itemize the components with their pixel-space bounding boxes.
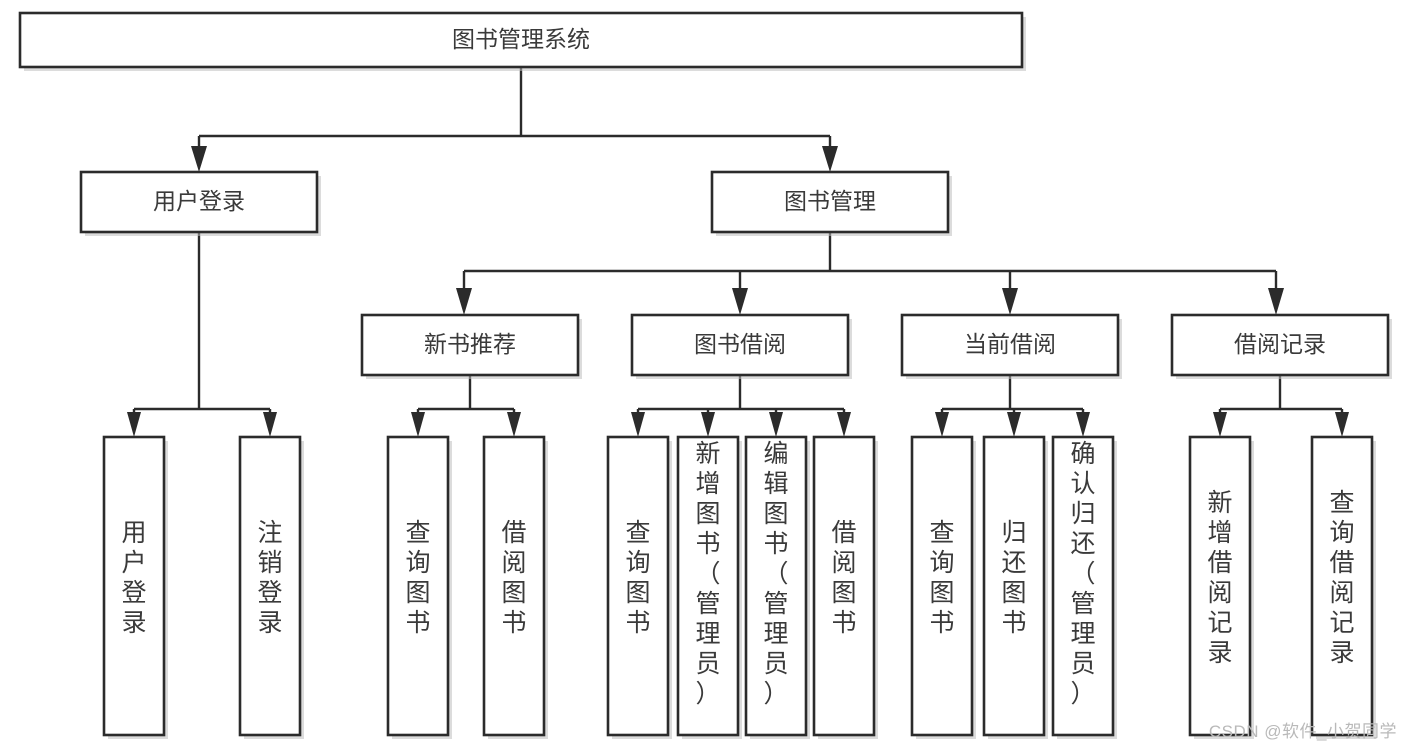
node-book-borrow-box — [630, 313, 850, 377]
node-leaf-confirm-return-label: 确认归还（管理员） — [1070, 440, 1095, 708]
node-leaf-query-book-3-label: 查询图书 — [929, 519, 954, 637]
node-leaf-query-book-2[interactable]: 查询图书 — [606, 435, 672, 739]
connector-layer — [127, 67, 1349, 437]
node-user-login[interactable]: 用户登录 — [79, 170, 321, 236]
node-current-borrow[interactable]: 当前借阅 — [900, 313, 1122, 379]
node-leaf-logout-login[interactable]: 注销登录 — [238, 435, 304, 739]
node-leaf-add-book-box — [676, 435, 740, 737]
node-leaf-borrow-book-1-label: 借阅图书 — [501, 519, 526, 637]
node-leaf-logout-login-box — [238, 435, 302, 737]
arrow-head-leaf-logout-login — [263, 412, 277, 437]
node-leaf-confirm-return[interactable]: 确认归还（管理员） — [1051, 435, 1117, 739]
node-new-book-rec-label: 新书推荐 — [424, 331, 516, 357]
node-book-manage-box — [710, 170, 950, 234]
node-leaf-add-book-label: 新增图书（管理员） — [695, 440, 720, 708]
arrow-head-leaf-borrow-book-1 — [507, 412, 521, 437]
node-leaf-query-book-1-label: 查询图书 — [405, 519, 430, 637]
node-leaf-edit-book-box — [744, 435, 808, 737]
node-current-borrow-box — [900, 313, 1120, 377]
node-leaf-add-record-box — [1188, 435, 1252, 737]
arrow-head-leaf-query-book-3 — [935, 412, 949, 437]
node-leaf-query-book-3-box — [910, 435, 974, 737]
node-leaf-query-book-1[interactable]: 查询图书 — [386, 435, 452, 739]
node-layer: 图书管理系统 用户登录 图书管理 新书推荐 图书 — [18, 11, 1392, 739]
arrow-head-borrow-record — [1268, 288, 1284, 315]
node-leaf-borrow-book-1-box — [482, 435, 546, 737]
node-new-book-rec[interactable]: 新书推荐 — [360, 313, 582, 379]
node-leaf-borrow-book-1[interactable]: 借阅图书 — [482, 435, 548, 739]
node-leaf-logout-login-label: 注销登录 — [257, 519, 282, 637]
arrow-head-current-borrow — [1002, 288, 1018, 315]
arrow-head-leaf-add-book — [701, 412, 715, 437]
node-leaf-add-record-label: 新增借阅记录 — [1207, 489, 1232, 667]
arrow-head-leaf-confirm-return — [1076, 412, 1090, 437]
node-leaf-edit-book-label: 编辑图书（管理员） — [763, 440, 788, 708]
arrow-head-leaf-borrow-book-2 — [837, 412, 851, 437]
node-new-book-rec-box — [360, 313, 580, 377]
node-leaf-query-record-label: 查询借阅记录 — [1329, 489, 1354, 667]
node-borrow-record-box — [1170, 313, 1390, 377]
arrow-head-leaf-query-record — [1335, 412, 1349, 437]
arrow-head-new-book-rec — [456, 288, 472, 315]
node-book-borrow-label: 图书借阅 — [694, 331, 786, 357]
node-leaf-return-book-label: 归还图书 — [1001, 519, 1026, 637]
node-leaf-query-book-2-label: 查询图书 — [625, 519, 650, 637]
node-root-label: 图书管理系统 — [452, 26, 590, 52]
node-leaf-query-book-2-box — [606, 435, 670, 737]
node-leaf-borrow-book-2[interactable]: 借阅图书 — [812, 435, 878, 739]
node-leaf-user-login[interactable]: 用户登录 — [102, 435, 168, 739]
node-leaf-add-book[interactable]: 新增图书（管理员） — [676, 435, 742, 739]
node-leaf-add-record[interactable]: 新增借阅记录 — [1188, 435, 1254, 739]
arrow-head-leaf-edit-book — [769, 412, 783, 437]
node-leaf-confirm-return-box — [1051, 435, 1115, 737]
node-leaf-user-login-box — [102, 435, 166, 737]
node-current-borrow-label: 当前借阅 — [964, 331, 1056, 357]
node-leaf-borrow-book-2-box — [812, 435, 876, 737]
node-leaf-borrow-book-2-label: 借阅图书 — [831, 519, 856, 637]
arrow-head-leaf-query-book-2 — [631, 412, 645, 437]
node-leaf-return-book[interactable]: 归还图书 — [982, 435, 1048, 739]
node-borrow-record[interactable]: 借阅记录 — [1170, 313, 1392, 379]
arrow-head-book-manage — [822, 146, 838, 172]
node-user-login-box — [79, 170, 319, 234]
node-leaf-query-book-1-box — [386, 435, 450, 737]
arrow-head-book-borrow — [732, 288, 748, 315]
node-user-login-label: 用户登录 — [153, 188, 245, 214]
arrow-head-leaf-query-book-1 — [411, 412, 425, 437]
node-book-manage[interactable]: 图书管理 — [710, 170, 952, 236]
node-leaf-query-book-3[interactable]: 查询图书 — [910, 435, 976, 739]
node-leaf-query-record[interactable]: 查询借阅记录 — [1310, 435, 1376, 739]
arrow-head-leaf-user-login — [127, 412, 141, 437]
node-leaf-edit-book[interactable]: 编辑图书（管理员） — [744, 435, 810, 739]
arrow-head-user-login — [191, 146, 207, 172]
node-root[interactable]: 图书管理系统 — [18, 11, 1026, 71]
node-book-borrow[interactable]: 图书借阅 — [630, 313, 852, 379]
node-borrow-record-label: 借阅记录 — [1234, 331, 1326, 357]
node-root-box — [18, 11, 1024, 69]
node-book-manage-label: 图书管理 — [784, 188, 876, 214]
node-leaf-user-login-label: 用户登录 — [121, 519, 146, 637]
csdn-watermark: CSDN @软件_小贺同学 — [1208, 722, 1397, 741]
arrow-head-leaf-add-record — [1213, 412, 1227, 437]
node-leaf-query-record-box — [1310, 435, 1374, 737]
node-leaf-return-book-box — [982, 435, 1046, 737]
arrow-head-leaf-return-book — [1007, 412, 1021, 437]
